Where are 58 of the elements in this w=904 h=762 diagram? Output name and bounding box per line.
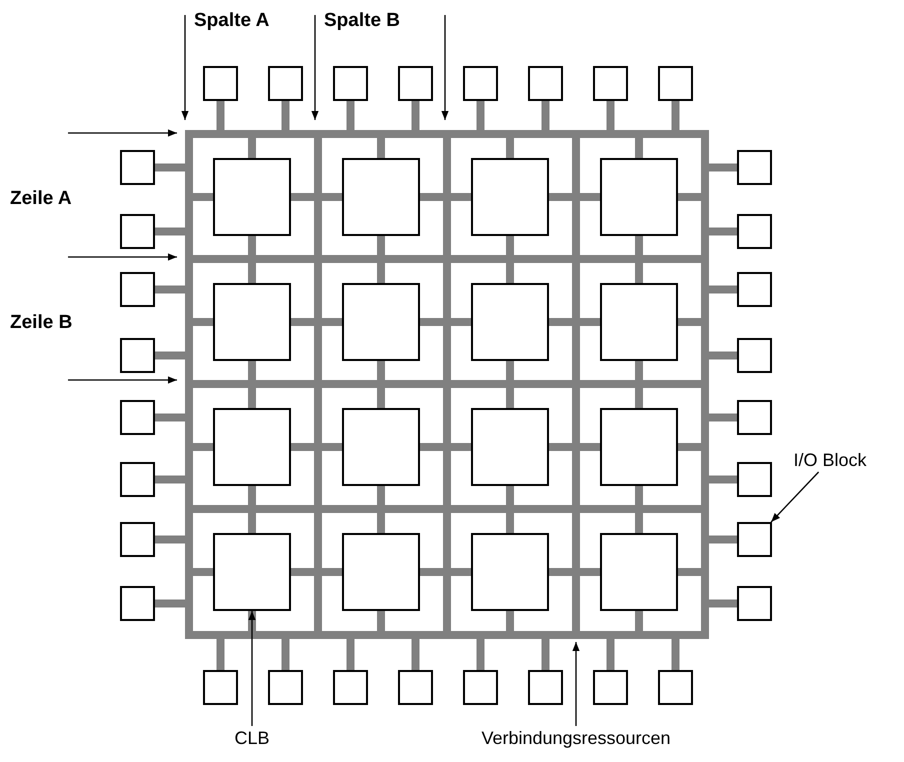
io-block-box bbox=[120, 522, 155, 557]
io-block-box bbox=[658, 66, 693, 101]
logic-block-box bbox=[342, 158, 420, 236]
logic-block-box bbox=[471, 533, 549, 611]
logic-block-box bbox=[471, 408, 549, 486]
io-block-box bbox=[120, 462, 155, 497]
io-block-box bbox=[463, 66, 498, 101]
io-block-box bbox=[737, 400, 772, 435]
io-block-box bbox=[737, 462, 772, 497]
annotation-text: Verbindungsressourcen bbox=[426, 726, 726, 752]
io-block-box bbox=[120, 400, 155, 435]
io-block-box bbox=[268, 66, 303, 101]
logic-block-box bbox=[213, 408, 291, 486]
io-block-box bbox=[120, 150, 155, 185]
line-label: Zeile A bbox=[10, 187, 72, 211]
logic-block-box bbox=[471, 283, 549, 361]
io-block-box bbox=[737, 150, 772, 185]
line-label: Zeile B bbox=[10, 311, 72, 335]
logic-block-box bbox=[213, 283, 291, 361]
io-block-box bbox=[593, 670, 628, 705]
io-block-box bbox=[203, 66, 238, 101]
io-block-box bbox=[528, 670, 563, 705]
io-block-box bbox=[737, 214, 772, 249]
logic-block-box bbox=[600, 533, 678, 611]
line-label: Spalte A bbox=[194, 9, 270, 33]
io-block-box bbox=[120, 586, 155, 621]
logic-block-box bbox=[342, 533, 420, 611]
annotation-text: I/O Block bbox=[774, 448, 886, 472]
logic-block-box bbox=[471, 158, 549, 236]
io-block-box bbox=[737, 522, 772, 557]
io-block-box bbox=[737, 338, 772, 373]
logic-block-box bbox=[213, 533, 291, 611]
io-block-box bbox=[333, 66, 368, 101]
annotation-text: CLB bbox=[222, 726, 282, 752]
io-block-box bbox=[463, 670, 498, 705]
io-block-box bbox=[333, 670, 368, 705]
io-block-box bbox=[737, 586, 772, 621]
leader-arrow bbox=[572, 642, 580, 726]
io-block-box bbox=[737, 272, 772, 307]
io-block-box bbox=[398, 670, 433, 705]
io-block-box bbox=[203, 670, 238, 705]
logic-block-box bbox=[600, 158, 678, 236]
logic-block-box bbox=[342, 408, 420, 486]
logic-block-box bbox=[342, 283, 420, 361]
leader-arrow bbox=[248, 611, 256, 726]
io-block-box bbox=[658, 670, 693, 705]
io-block-box bbox=[528, 66, 563, 101]
io-block-box bbox=[120, 338, 155, 373]
line-label: Spalte B bbox=[324, 9, 400, 33]
io-block-box bbox=[398, 66, 433, 101]
io-block-box bbox=[593, 66, 628, 101]
io-block-box bbox=[120, 272, 155, 307]
io-block-box bbox=[120, 214, 155, 249]
logic-block-box bbox=[213, 158, 291, 236]
logic-block-box bbox=[600, 408, 678, 486]
io-block-box bbox=[268, 670, 303, 705]
logic-block-box bbox=[600, 283, 678, 361]
leader-arrow bbox=[770, 472, 820, 522]
